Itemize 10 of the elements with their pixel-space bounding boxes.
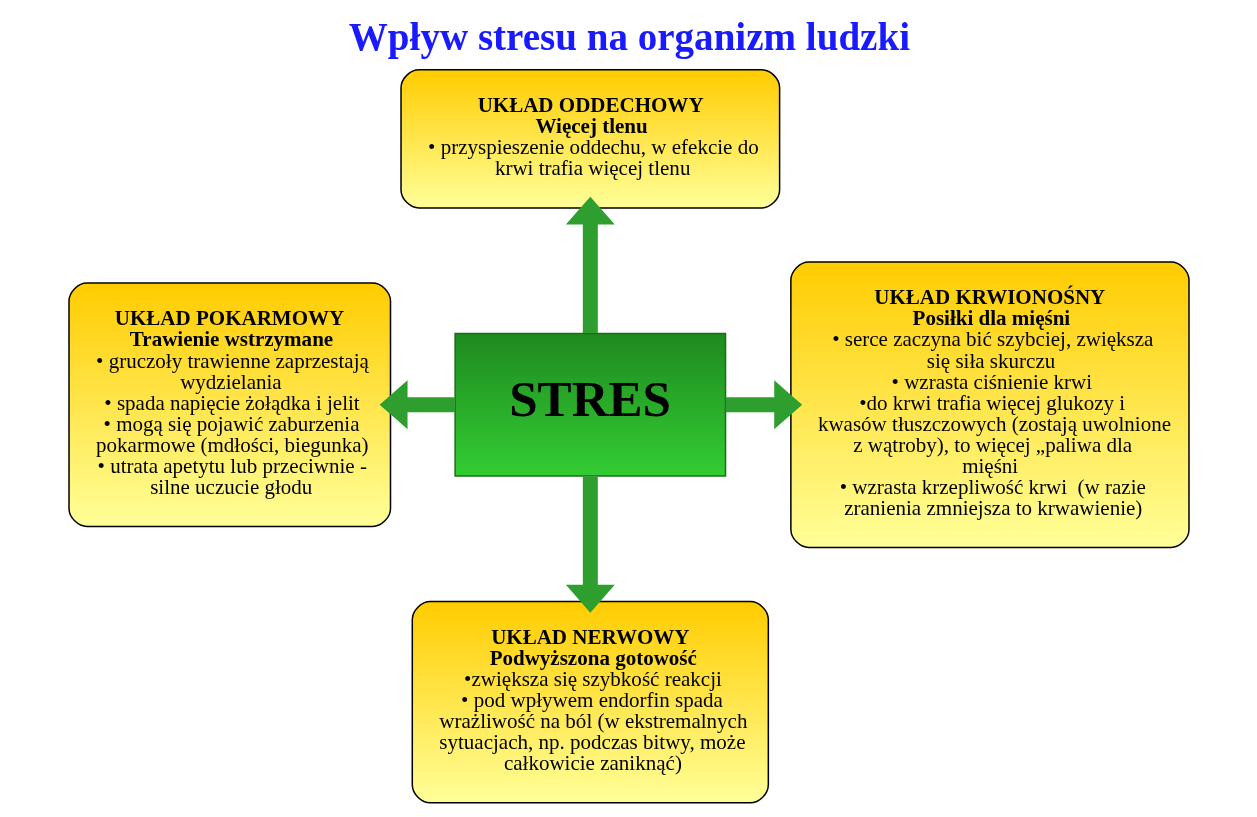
diagram-title: Wpływ stresu na organizm ludzki: [348, 14, 910, 58]
arrow: [565, 196, 615, 333]
node-box: STRES: [453, 332, 726, 477]
node-box: UKŁAD ODDECHOWY Więcej tlenu • przyspieszenie oddechu, w efekcie do krwi trafia więcej tlenu: [399, 69, 780, 209]
node-box: UKŁAD KRWIONOŚNY Posiłki dla mięśni • serce zaczyna bić szybciej, zwiększa się siła skurczu • wzrasta ciśnienie krwi •do krwi trafia więcej glukozy i kwasów tłuszczowych (zostają uwolnione z wątroby), to więcej „paliwa dla mięśni • wzrasta krzepliwość krwi (w razie zranienia zmniejsza to krwawienie): [789, 261, 1190, 549]
arrow: [725, 380, 802, 430]
arrow: [565, 476, 615, 613]
node-box: UKŁAD NERWOWY Podwyższona gotowość •zwiększa się szybkość reakcji • pod wpływem endorfin spada wrażliwość na ból (w ekstremalnych sytuacjach, np. podczas bitwy, może całkowicie zaniknąć): [411, 600, 769, 804]
node-box: UKŁAD POKARMOWY Trawienie wstrzymane • gruczoły trawienne zaprzestają wydzielania • spada napięcie żołądka i jelit • mogą się pojawić zaburzenia pokarmowe (mdłości, biegunka) • utrata apetytu lub przeciwnie - silne uczucie głodu: [67, 282, 391, 528]
arrow: [379, 380, 455, 430]
